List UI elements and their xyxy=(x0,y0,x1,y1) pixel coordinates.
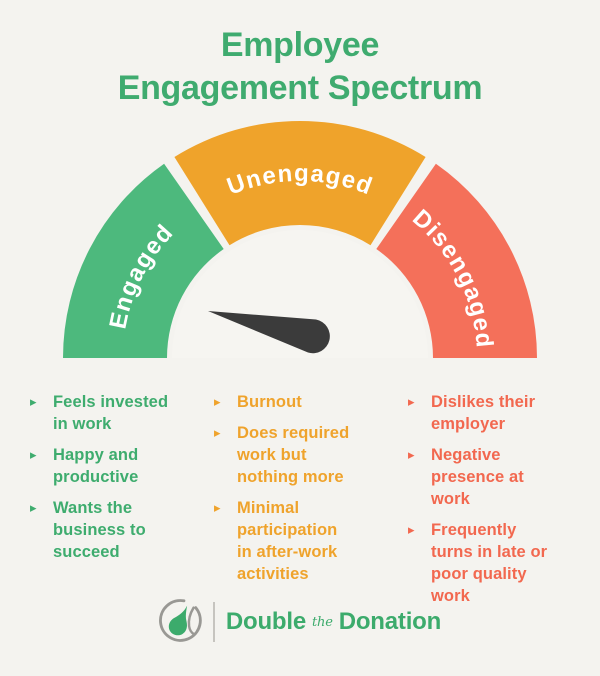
engagement-gauge: Engaged Unengaged Disengaged xyxy=(63,120,537,358)
page-title-line2: Engagement Spectrum xyxy=(117,69,483,107)
logo-divider xyxy=(212,601,215,642)
brand-word-donation: Donation xyxy=(338,607,442,635)
bullet-triangle-icon xyxy=(30,497,53,519)
bullet-triangle-icon xyxy=(30,444,53,466)
list-item-text: Burnout xyxy=(237,393,302,411)
list-item: Minimal participation in after-work acti… xyxy=(214,497,364,585)
page-title-line1: Employee xyxy=(220,26,380,64)
logo-swoosh xyxy=(187,606,196,636)
unengaged-column: Burnout Does required work but nothing m… xyxy=(214,391,364,594)
list-item: Negative presence at work xyxy=(408,444,570,510)
list-item-text: Dislikes their employer xyxy=(431,393,536,433)
disengaged-column: Dislikes their employer Negative presenc… xyxy=(408,391,570,616)
list-item: Dislikes their employer xyxy=(408,391,570,435)
bullet-triangle-icon xyxy=(214,391,237,413)
list-item: Burnout xyxy=(214,391,364,413)
double-the-donation-logo-icon xyxy=(158,599,202,642)
bullet-triangle-icon xyxy=(408,391,431,413)
list-item-text: Negative presence at work xyxy=(431,446,524,508)
brand-word-the: the xyxy=(312,615,333,630)
engaged-column: Feels invested in work Happy and product… xyxy=(30,391,182,572)
list-item-text: Minimal participation in after-work acti… xyxy=(237,499,338,583)
gauge-segment-disengaged xyxy=(376,163,537,358)
brand-word-double: Double xyxy=(225,607,307,635)
gauge-inner-disc xyxy=(172,230,428,358)
gauge-segment-engaged xyxy=(63,163,224,358)
bullet-triangle-icon xyxy=(214,497,237,519)
list-item: Does required work but nothing more xyxy=(214,422,364,488)
logo-ring xyxy=(158,599,202,642)
list-item: Happy and productive xyxy=(30,444,182,488)
list-item: Feels invested in work xyxy=(30,391,182,435)
list-item-text: Happy and productive xyxy=(53,446,139,486)
bullet-triangle-icon xyxy=(408,519,431,541)
list-item-text: Frequently turns in late or poor quality… xyxy=(431,521,548,605)
list-item: Wants the business to succeed xyxy=(30,497,182,563)
list-item-text: Wants the business to succeed xyxy=(53,499,146,561)
gauge-needle xyxy=(208,311,330,354)
bullet-triangle-icon xyxy=(30,391,53,413)
bullet-triangle-icon xyxy=(408,444,431,466)
list-item-text: Does required work but nothing more xyxy=(237,424,350,486)
logo-droplet xyxy=(168,605,187,636)
list-item-text: Feels invested in work xyxy=(53,393,169,433)
brand-footer: Double the Donation xyxy=(0,599,600,644)
gauge-segment-unengaged xyxy=(174,120,426,246)
list-item: Frequently turns in late or poor quality… xyxy=(408,519,570,607)
page-title: Employee Engagement Spectrum xyxy=(0,24,600,110)
brand-wordmark: Double the Donation xyxy=(226,608,441,636)
bullet-triangle-icon xyxy=(214,422,237,444)
